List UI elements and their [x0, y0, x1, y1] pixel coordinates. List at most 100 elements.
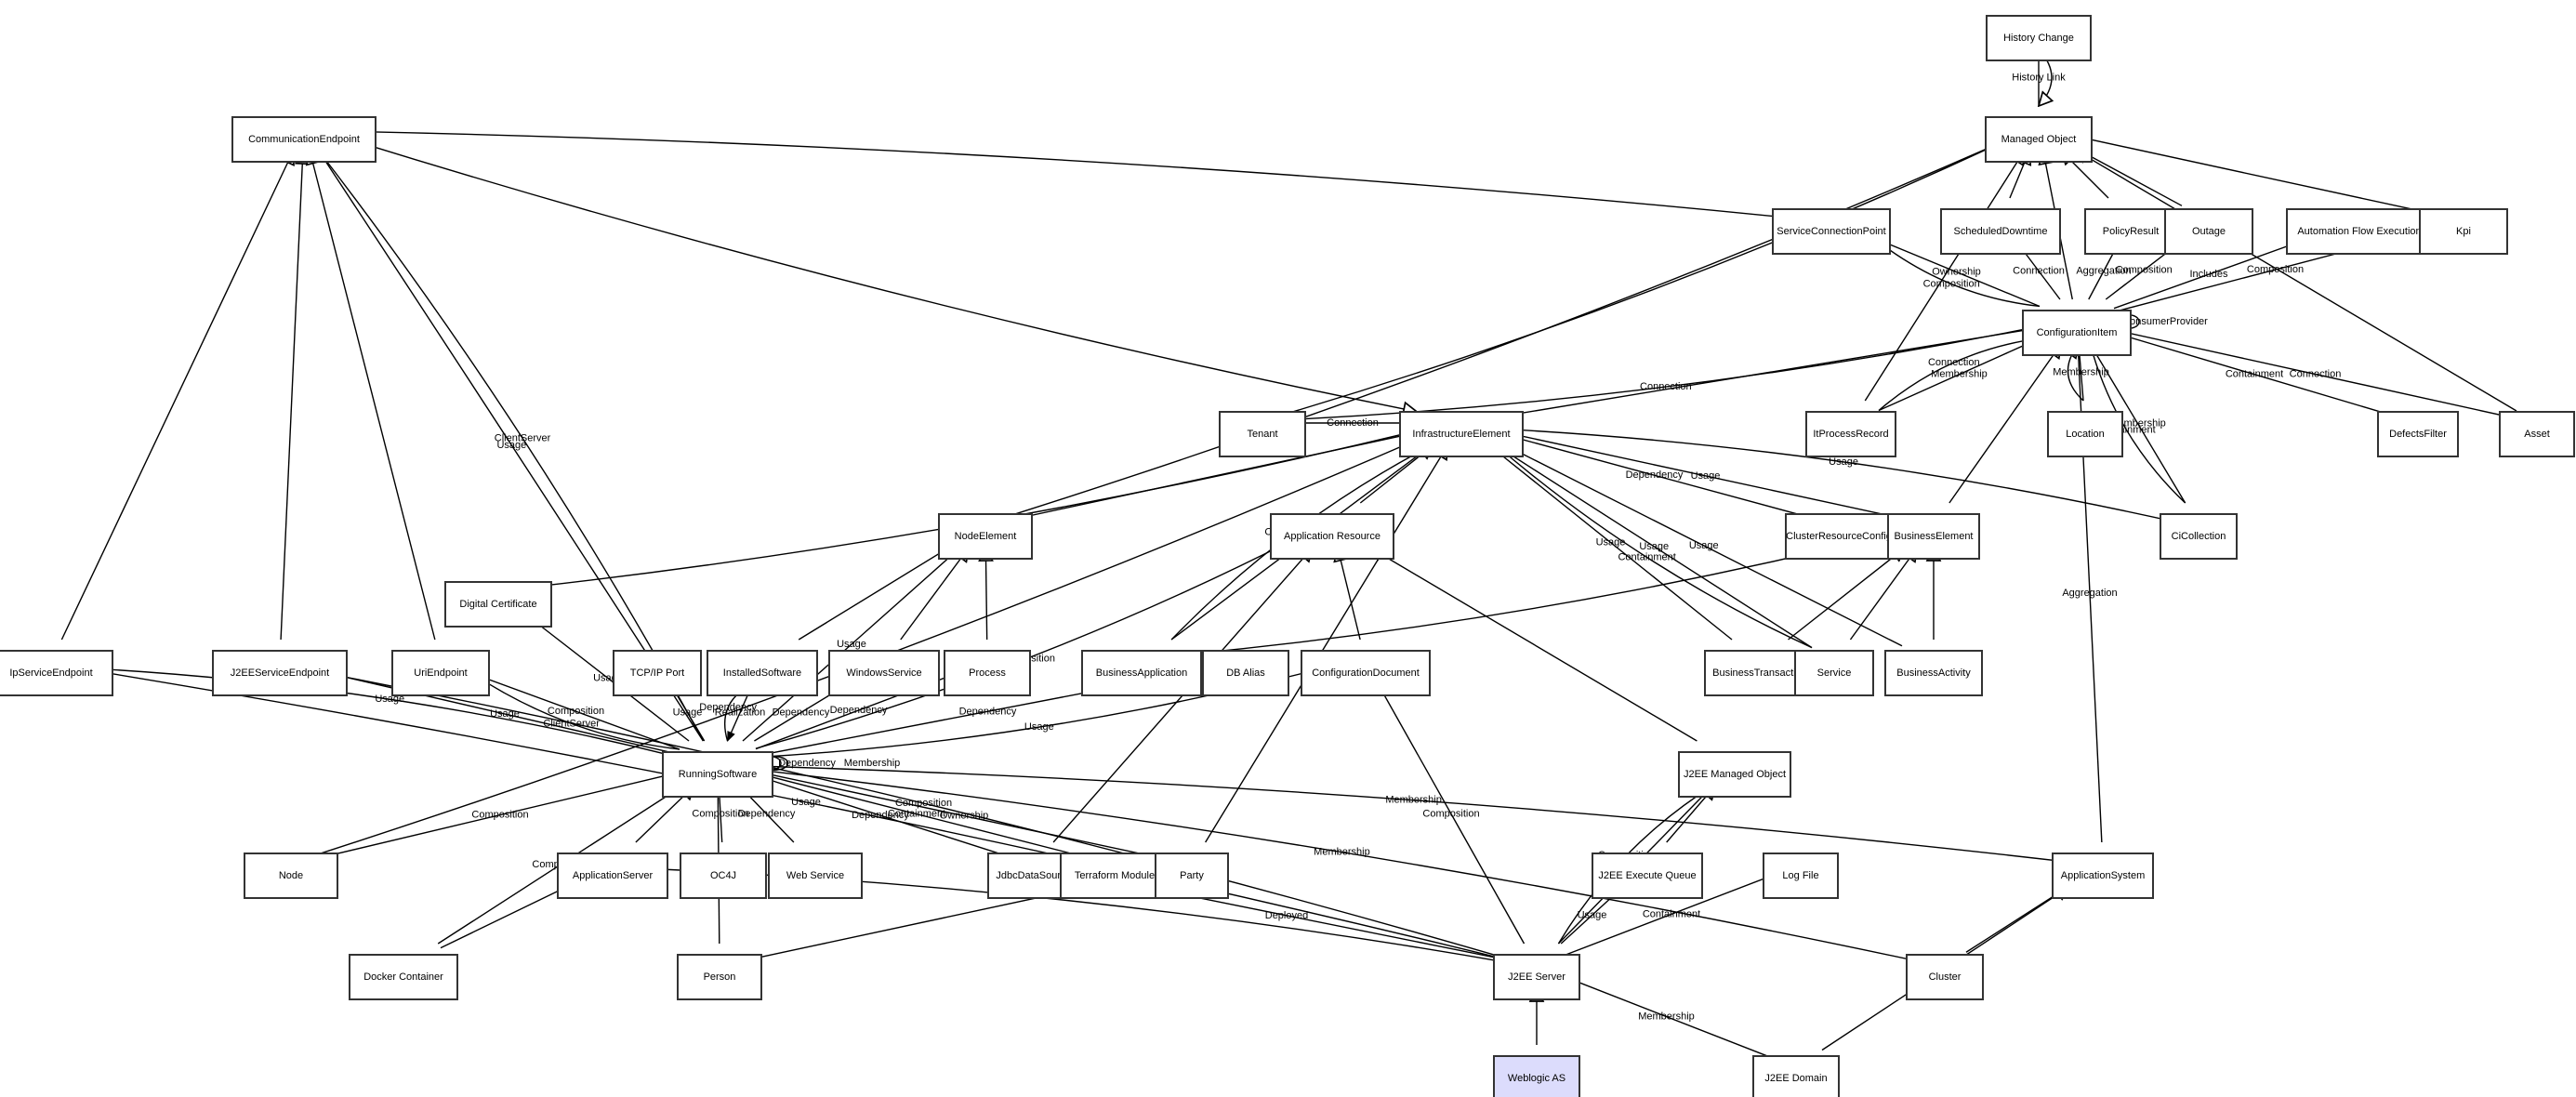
node-box[interactable]	[2164, 208, 2253, 255]
node-box[interactable]	[1678, 751, 1791, 798]
node-box[interactable]	[1219, 411, 1306, 457]
node-service[interactable]: Service	[1794, 650, 1874, 696]
node-business-activity[interactable]: BusinessActivity	[1884, 650, 1983, 696]
node-box[interactable]	[2377, 411, 2459, 457]
node-box[interactable]	[2052, 852, 2154, 899]
node-box[interactable]	[1155, 852, 1229, 899]
node-box[interactable]	[944, 650, 1031, 696]
node-person[interactable]: Person	[677, 954, 762, 1000]
node-configuration-item[interactable]: ConfigurationItem	[2022, 310, 2132, 356]
node-cluster[interactable]: Cluster	[1906, 954, 1984, 1000]
node-business-element[interactable]: BusinessElement	[1887, 513, 1980, 560]
node-digital-certificate[interactable]: Digital Certificate	[444, 581, 552, 628]
node-running-software[interactable]: RunningSoftware	[662, 751, 773, 798]
node-box[interactable]	[557, 852, 668, 899]
node-communication-endpoint[interactable]: CommunicationEndpoint	[231, 116, 376, 163]
node-box[interactable]	[2419, 208, 2508, 255]
node-ci-collection[interactable]: CiCollection	[2160, 513, 2238, 560]
node-log-file[interactable]: Log File	[1763, 852, 1839, 899]
node-box[interactable]	[2084, 208, 2177, 255]
node-box[interactable]	[1081, 650, 1202, 696]
node-box[interactable]	[662, 751, 773, 798]
node-application-system[interactable]: ApplicationSystem	[2052, 852, 2154, 899]
node-box[interactable]	[938, 513, 1033, 560]
node-box[interactable]	[707, 650, 818, 696]
node-box[interactable]	[231, 116, 376, 163]
node-process[interactable]: Process	[944, 650, 1031, 696]
node-box[interactable]	[1887, 513, 1980, 560]
node-db-alias[interactable]: DB Alias	[1202, 650, 1289, 696]
node-box[interactable]	[444, 581, 552, 628]
node-scheduled-downtime[interactable]: ScheduledDowntime	[1940, 208, 2061, 255]
node-infrastructure-element[interactable]: InfrastructureElement	[1399, 411, 1524, 457]
node-box[interactable]	[1986, 15, 2092, 61]
node-box[interactable]	[1884, 650, 1983, 696]
node-web-service[interactable]: Web Service	[768, 852, 863, 899]
node-weblogic-as[interactable]: Weblogic AS	[1493, 1055, 1580, 1097]
node-history-change[interactable]: History Change	[1986, 15, 2092, 61]
node-box[interactable]	[1763, 852, 1839, 899]
node-policy-result[interactable]: PolicyResult	[2084, 208, 2177, 255]
node-application-resource[interactable]: Application Resource	[1270, 513, 1394, 560]
node-location[interactable]: Location	[2047, 411, 2123, 457]
node-asset[interactable]: Asset	[2499, 411, 2575, 457]
node-application-server[interactable]: ApplicationServer	[557, 852, 668, 899]
node-j2ee-server[interactable]: J2EE Server	[1493, 954, 1580, 1000]
node-box[interactable]	[1985, 116, 2093, 163]
node-box[interactable]	[768, 852, 863, 899]
node-box[interactable]	[828, 650, 940, 696]
node-box[interactable]	[244, 852, 338, 899]
node-box[interactable]	[1399, 411, 1524, 457]
node-installed-software[interactable]: InstalledSoftware	[707, 650, 818, 696]
node-configuration-document[interactable]: ConfigurationDocument	[1301, 650, 1431, 696]
node-party[interactable]: Party	[1155, 852, 1229, 899]
node-j2ee-service-endpoint[interactable]: J2EEServiceEndpoint	[212, 650, 348, 696]
node-tenant[interactable]: Tenant	[1219, 411, 1306, 457]
node-box[interactable]	[1301, 650, 1431, 696]
node-service-connection-point[interactable]: ServiceConnectionPoint	[1772, 208, 1891, 255]
node-j2ee-execute-queue[interactable]: J2EE Execute Queue	[1592, 852, 1703, 899]
node-tcpip-port[interactable]: TCP/IP Port	[613, 650, 702, 696]
node-windows-service[interactable]: WindowsService	[828, 650, 940, 696]
node-box[interactable]	[391, 650, 490, 696]
node-j2ee-domain[interactable]: J2EE Domain	[1752, 1055, 1840, 1097]
node-box[interactable]	[212, 650, 348, 696]
node-box[interactable]	[2286, 208, 2433, 255]
node-box[interactable]	[1592, 852, 1703, 899]
node-ip-service-endpoint[interactable]: IpServiceEndpoint	[0, 650, 113, 696]
node-cluster-resource-config[interactable]: ClusterResourceConfig	[1785, 513, 1893, 560]
node-box[interactable]	[1202, 650, 1289, 696]
node-j2ee-managed-object[interactable]: J2EE Managed Object	[1678, 751, 1791, 798]
node-box[interactable]	[1493, 954, 1580, 1000]
node-box[interactable]	[1772, 208, 1891, 255]
node-defects-filter[interactable]: DefectsFilter	[2377, 411, 2459, 457]
node-box[interactable]	[677, 954, 762, 1000]
node-box[interactable]	[1906, 954, 1984, 1000]
node-outage[interactable]: Outage	[2164, 208, 2253, 255]
node-docker-container[interactable]: Docker Container	[349, 954, 458, 1000]
node-box[interactable]	[2047, 411, 2123, 457]
node-box[interactable]	[2022, 310, 2132, 356]
node-box[interactable]	[1940, 208, 2061, 255]
node-node[interactable]: Node	[244, 852, 338, 899]
node-box[interactable]	[2160, 513, 2238, 560]
node-managed-object[interactable]: Managed Object	[1985, 116, 2093, 163]
node-business-application[interactable]: BusinessApplication	[1081, 650, 1202, 696]
node-uri-endpoint[interactable]: UriEndpoint	[391, 650, 490, 696]
node-box[interactable]	[1270, 513, 1394, 560]
node-box[interactable]	[1794, 650, 1874, 696]
node-box[interactable]	[1805, 411, 1896, 457]
node-node-element[interactable]: NodeElement	[938, 513, 1033, 560]
node-box[interactable]	[0, 650, 113, 696]
node-box[interactable]	[1752, 1055, 1840, 1097]
node-box[interactable]	[680, 852, 767, 899]
node-oc4j[interactable]: OC4J	[680, 852, 767, 899]
node-automation-flow-execution[interactable]: Automation Flow Execution	[2286, 208, 2433, 255]
node-box[interactable]	[1785, 513, 1893, 560]
node-box[interactable]	[349, 954, 458, 1000]
node-box[interactable]	[1493, 1055, 1580, 1097]
node-terraform-module[interactable]: Terraform Module	[1060, 852, 1169, 899]
node-box[interactable]	[2499, 411, 2575, 457]
node-it-process-record[interactable]: ItProcessRecord	[1805, 411, 1896, 457]
node-kpi[interactable]: Kpi	[2419, 208, 2508, 255]
